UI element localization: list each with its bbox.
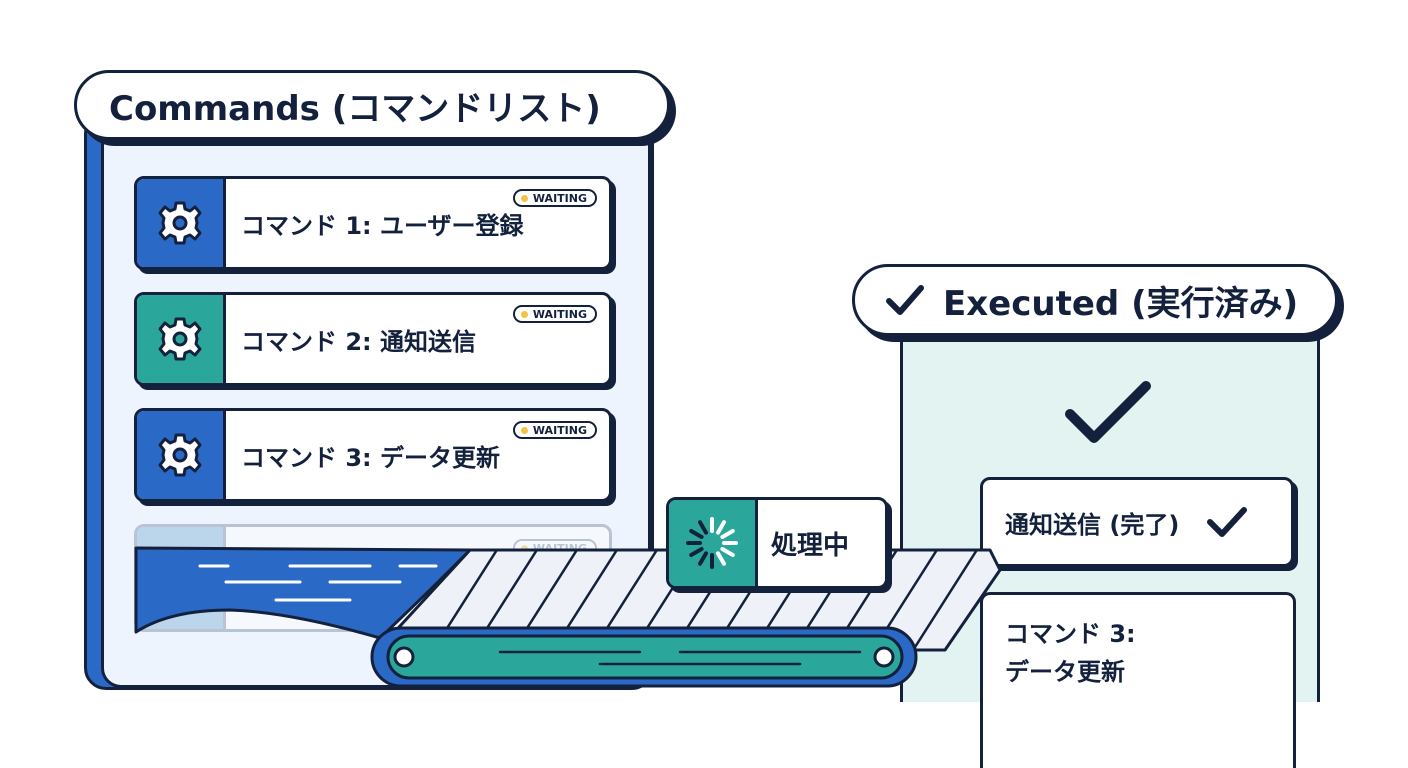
status-badge-text: WAITING <box>532 423 587 437</box>
waiting-dot-icon <box>520 426 528 434</box>
status-badge-text: WAITING <box>532 307 587 321</box>
status-badge: WAITING <box>512 305 597 323</box>
commands-title-text: Commands (コマンドリスト) <box>109 88 601 129</box>
processing-icon-area <box>669 500 758 586</box>
command-card-3[interactable]: コマンド 3: データ更新 WAITING <box>134 408 612 502</box>
status-badge: WAITING <box>512 189 597 207</box>
processing-chip[interactable]: 処理中 <box>666 497 888 589</box>
executed-card-2-line2: データ更新 <box>1005 658 1125 686</box>
check-icon <box>886 285 924 315</box>
command-card-2[interactable]: コマンド 2: 通知送信 WAITING <box>134 292 612 386</box>
status-badge: WAITING <box>512 421 597 439</box>
processing-label: 処理中 <box>771 530 850 561</box>
check-icon <box>1207 507 1248 537</box>
command-card-2-icon-area <box>137 295 226 383</box>
gear-icon <box>158 317 202 361</box>
gear-icon <box>158 201 202 245</box>
executed-title-text: Executed (実行済み) <box>943 283 1299 324</box>
waiting-dot-icon <box>520 310 528 318</box>
waiting-dot-icon <box>520 194 528 202</box>
spinner-icon <box>686 517 738 569</box>
commands-title: Commands (コマンドリスト) <box>74 70 670 140</box>
command-card-1-icon-area <box>137 179 226 267</box>
executed-title: Executed (実行済み) <box>852 264 1338 336</box>
command-card-1-label: コマンド 1: ユーザー登録 <box>241 211 524 240</box>
command-card-3-label: コマンド 3: データ更新 <box>241 443 501 472</box>
status-badge-text: WAITING <box>532 191 587 205</box>
executed-card-2[interactable]: コマンド 3: データ更新 <box>980 592 1296 768</box>
command-card-2-label: コマンド 2: 通知送信 <box>241 327 477 356</box>
command-card-3-icon-area <box>137 411 226 499</box>
waiting-dot-icon <box>520 544 528 552</box>
executed-card-1-label: 通知送信 (完了) <box>1005 510 1180 539</box>
gear-icon <box>158 433 202 477</box>
executed-card-1[interactable]: 通知送信 (完了) <box>980 477 1294 567</box>
check-icon <box>1065 381 1151 443</box>
executed-card-2-line1: コマンド 3: <box>1005 620 1136 648</box>
command-card-1[interactable]: コマンド 1: ユーザー登録 WAITING <box>134 176 612 270</box>
